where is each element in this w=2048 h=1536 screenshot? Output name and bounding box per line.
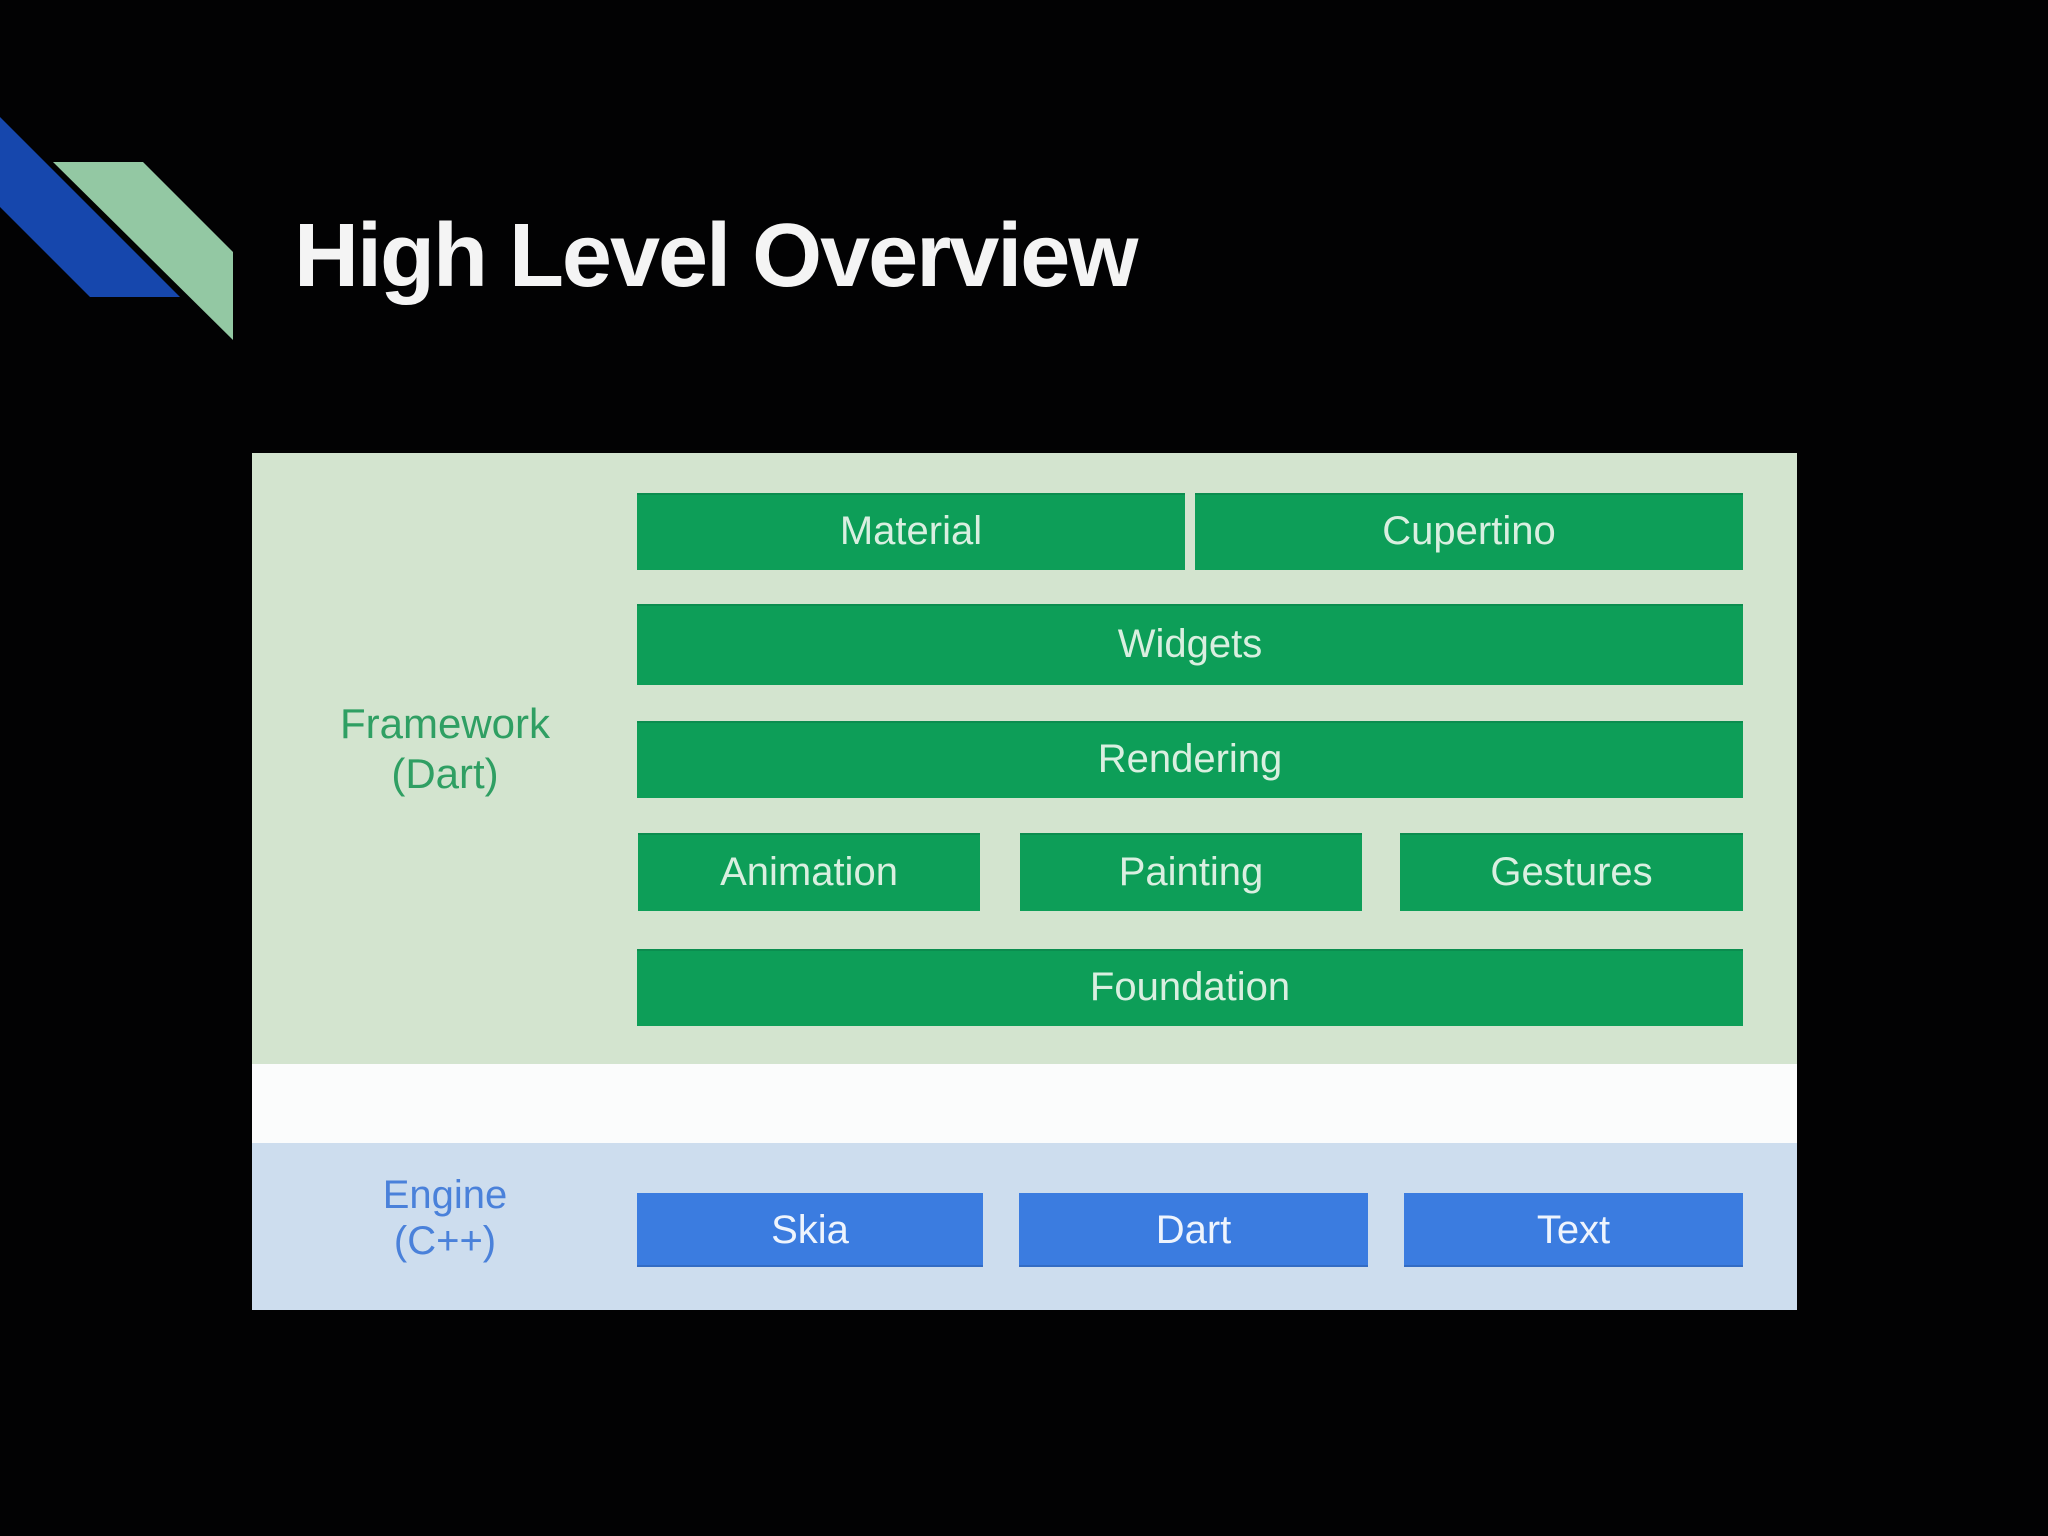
box-text: Text xyxy=(1404,1193,1743,1267)
decoration-blue-ribbon xyxy=(0,117,180,297)
framework-label-line2: (Dart) xyxy=(391,750,499,797)
box-gestures: Gestures xyxy=(1400,833,1743,911)
box-painting: Painting xyxy=(1020,833,1362,911)
box-skia: Skia xyxy=(637,1193,983,1267)
flutter-architecture-diagram: Framework (Dart) Material Cupertino Widg… xyxy=(252,453,1797,1310)
box-widgets: Widgets xyxy=(637,604,1743,685)
engine-label-line2: (C++) xyxy=(393,1219,497,1263)
decoration-green-ribbon xyxy=(53,162,233,340)
box-foundation: Foundation xyxy=(637,949,1743,1026)
corner-decoration xyxy=(0,117,233,340)
box-cupertino: Cupertino xyxy=(1195,493,1743,570)
divider-band xyxy=(252,1064,1797,1143)
box-animation: Animation xyxy=(638,833,980,911)
framework-label: Framework (Dart) xyxy=(252,699,638,799)
slide-title: High Level Overview xyxy=(294,206,1138,306)
box-material: Material xyxy=(637,493,1185,570)
engine-label: Engine (C++) xyxy=(252,1172,638,1264)
box-dart: Dart xyxy=(1019,1193,1368,1267)
framework-label-line1: Framework xyxy=(339,700,551,747)
engine-label-line1: Engine xyxy=(382,1173,508,1217)
box-rendering: Rendering xyxy=(637,721,1743,798)
